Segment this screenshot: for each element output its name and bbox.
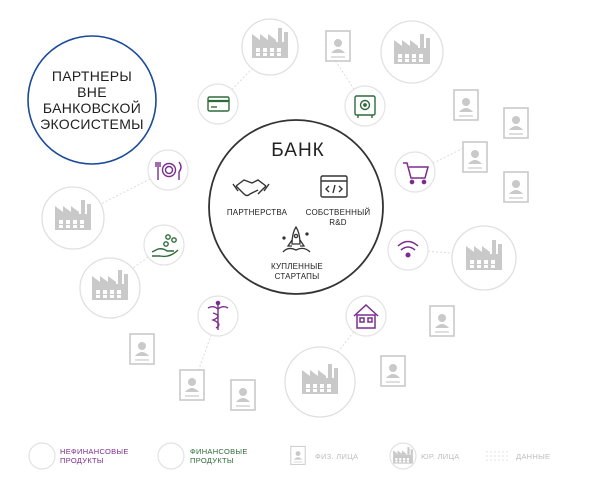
shopping-cart-icon: [403, 162, 429, 185]
legend-financial-swatch: [157, 442, 185, 470]
header-line-3: БАНКОВСКОЙ: [42, 100, 142, 116]
legend-legal-entities-label: ЮР. ЛИЦА: [421, 452, 460, 461]
code-window-icon: [320, 175, 348, 198]
legend-nonfin-line-1: НЕФИНАНСОВЫЕ: [60, 447, 129, 456]
wifi-icon: [397, 240, 419, 258]
legend: [28, 442, 510, 470]
header-line-4: ЭКОСИСТЕМЫ: [40, 116, 144, 132]
bank-circle: [208, 119, 384, 295]
restaurant-icon: [155, 161, 182, 180]
hand-coins-icon: [151, 234, 179, 258]
legend-fin-line-1: ФИНАНСОВЫЕ: [190, 447, 248, 456]
startups-line-1: КУПЛЕННЫЕ: [271, 262, 323, 271]
credit-card-icon: [207, 96, 230, 112]
legend-data-label: ДАННЫЕ: [516, 452, 551, 461]
partnerships-label: ПАРТНЕРСТВА: [226, 208, 288, 217]
own-rd-line-1: СОБСТВЕННЫЙ: [305, 208, 371, 217]
own-rd-label: СОБСТВЕННЫЙ R&D: [298, 208, 378, 227]
header-line-2: ВНЕ: [77, 84, 107, 100]
header-label: ПАРТНЕРЫ ВНЕ БАНКОВСКОЙ ЭКОСИСТЕМЫ: [28, 36, 156, 164]
legend-person-icon: [290, 445, 306, 465]
legend-individuals-label: ФИЗ. ЛИЦА: [315, 452, 359, 461]
legend-fin-line-2: ПРОДУКТЫ: [190, 456, 234, 465]
legend-nonfinancial-label: НЕФИНАНСОВЫЕ ПРОДУКТЫ: [60, 447, 129, 465]
startups-label: КУПЛЕННЫЕ СТАРТАПЫ: [258, 262, 336, 281]
legal-entity-nodes: [41, 18, 517, 418]
legend-financial-label: ФИНАНСОВЫЕ ПРОДУКТЫ: [190, 447, 248, 465]
legend-nonfin-line-2: ПРОДУКТЫ: [60, 456, 104, 465]
safe-icon: [354, 95, 376, 118]
startups-line-2: СТАРТАПЫ: [274, 271, 320, 281]
bank-title: БАНК: [271, 140, 325, 161]
legend-data-icon: [486, 451, 510, 461]
legend-nonfinancial-swatch: [28, 442, 56, 470]
rocket-icon: [282, 225, 311, 253]
header-ring: [27, 35, 157, 165]
house-icon: [353, 303, 379, 329]
handshake-icon: [232, 179, 270, 197]
own-rd-line-2: R&D: [329, 217, 347, 227]
header-line-1: ПАРТНЕРЫ: [51, 68, 133, 84]
medicine-icon: [207, 300, 229, 330]
